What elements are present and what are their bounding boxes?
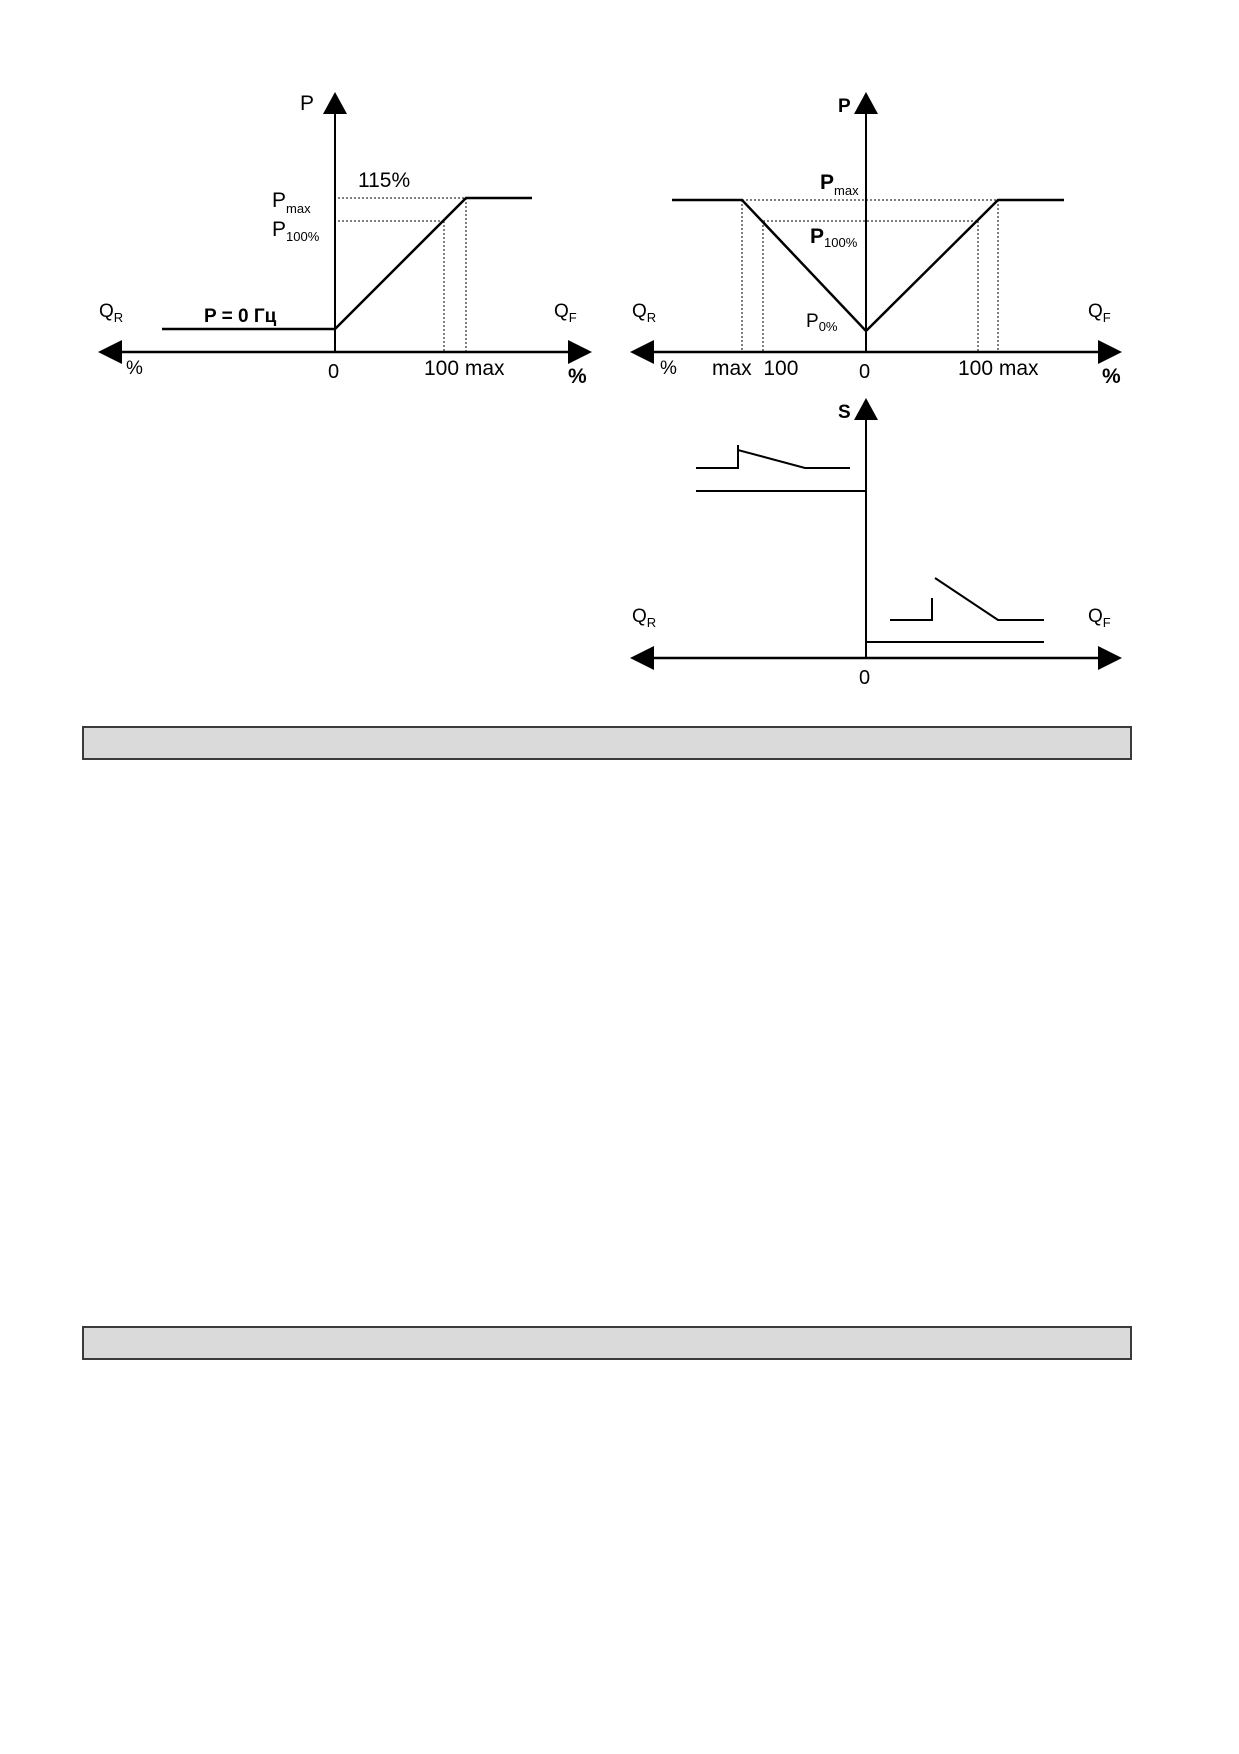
left-qf-label: QF bbox=[554, 301, 577, 325]
right-pct-left: % bbox=[660, 358, 677, 379]
right-pct-right: % bbox=[1102, 365, 1121, 388]
signal-qf-label: QF bbox=[1088, 606, 1111, 630]
right-qf-label: QF bbox=[1088, 301, 1111, 325]
right-p100-label: P100% bbox=[810, 225, 858, 250]
right-tick-0: 0 bbox=[859, 361, 870, 383]
left-x-arrow-right bbox=[568, 340, 592, 364]
right-tick-100max: 100 max bbox=[958, 357, 1039, 380]
signal-x-arrow-left bbox=[630, 646, 654, 670]
signal-tick-0: 0 bbox=[859, 667, 870, 689]
left-p100-label: P100% bbox=[272, 218, 320, 244]
right-pmax-label: Pmax bbox=[820, 171, 859, 198]
signal-x-arrow-right bbox=[1098, 646, 1122, 670]
left-tick-0: 0 bbox=[328, 361, 339, 383]
signal-qr-label: QR bbox=[632, 606, 656, 630]
left-pmax-label: Pmax bbox=[272, 189, 311, 216]
left-115-label: 115% bbox=[358, 169, 410, 192]
right-diagram: P Pmax P100% P0% QR QF % % max 100 0 100… bbox=[630, 92, 1122, 388]
right-x-arrow-right bbox=[1098, 340, 1122, 364]
right-curve bbox=[672, 198, 1064, 333]
section-bar-2 bbox=[82, 1326, 1132, 1360]
left-y-label: P bbox=[300, 92, 314, 115]
right-p0-label: P0% bbox=[806, 311, 838, 334]
left-qr-label: QR bbox=[99, 301, 123, 325]
left-diagram: P 115% Pmax P100% P = 0 Гц QR QF % % 0 1… bbox=[98, 92, 592, 388]
right-qr-label: QR bbox=[632, 301, 656, 325]
signal-left-pulse bbox=[696, 448, 850, 469]
left-pct-left: % bbox=[126, 358, 143, 379]
right-x-arrow-left bbox=[630, 340, 654, 364]
left-x-arrow-left bbox=[98, 340, 122, 364]
signal-right-ramp bbox=[934, 577, 1044, 621]
left-curve bbox=[162, 196, 532, 331]
right-y-label: P bbox=[838, 96, 851, 117]
signal-diagram: S QR QF 0 bbox=[630, 398, 1122, 689]
left-pct-right: % bbox=[568, 365, 587, 388]
section-bar-1 bbox=[82, 726, 1132, 760]
left-p0hz-label: P = 0 Гц bbox=[204, 306, 277, 327]
signal-y-label: S bbox=[838, 402, 851, 423]
signal-y-arrow bbox=[854, 398, 878, 420]
left-tick-100max: 100 max bbox=[424, 357, 505, 380]
right-y-arrow bbox=[854, 92, 878, 114]
left-y-arrow bbox=[323, 92, 347, 114]
signal-right-pulse bbox=[890, 598, 933, 621]
right-tick-max100: max 100 bbox=[712, 357, 798, 380]
